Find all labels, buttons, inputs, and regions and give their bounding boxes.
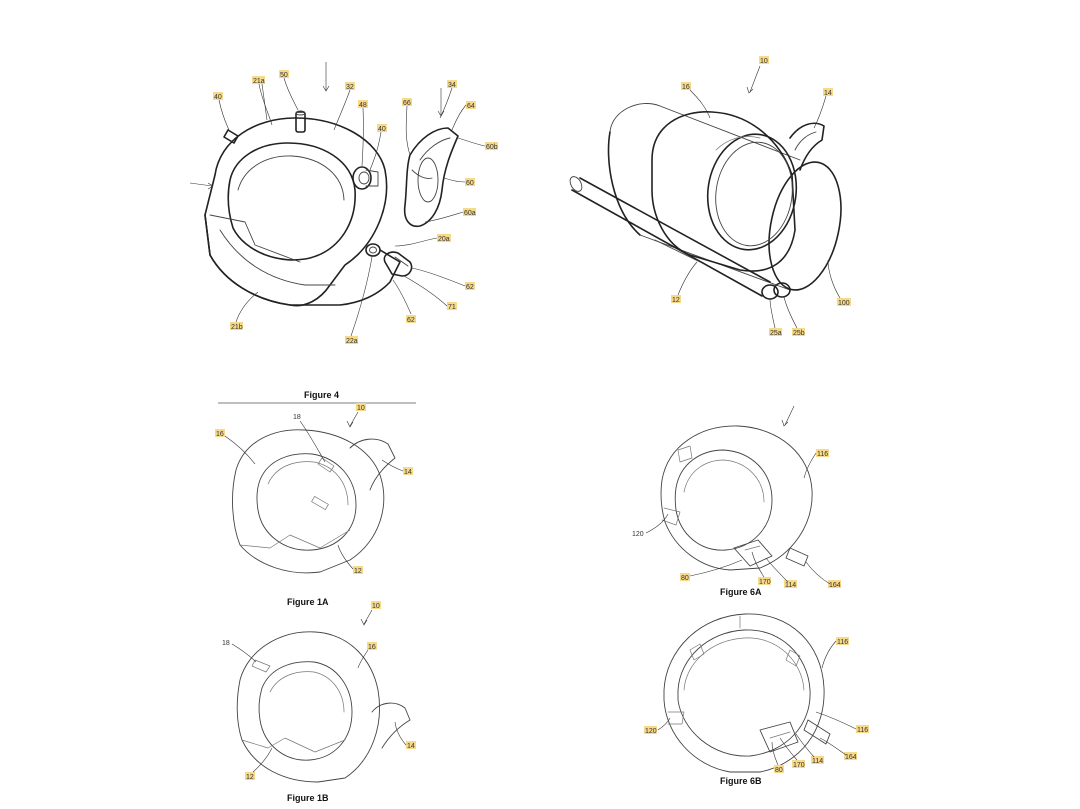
ref-label: 16 bbox=[682, 84, 690, 91]
ref-label: 21b bbox=[231, 324, 243, 331]
ref-label: 66 bbox=[403, 100, 411, 107]
ref-label: 62 bbox=[407, 317, 415, 324]
figure-6b-caption: Figure 6B bbox=[720, 776, 762, 786]
ref-label: 25b bbox=[793, 330, 805, 337]
ref-label: 114 bbox=[812, 758, 823, 765]
ref-label: 50 bbox=[280, 72, 288, 79]
figure-1a-drawing bbox=[232, 429, 396, 574]
figure-1a-labels: 18 10 16 14 12 bbox=[215, 403, 413, 575]
figure-6a-drawing bbox=[660, 425, 813, 571]
figure-6b-labels: 116 120 116 80 170 114 164 bbox=[644, 637, 869, 774]
ref-label: 164 bbox=[829, 582, 841, 589]
ref-label: 164 bbox=[845, 754, 857, 761]
ref-label: 21a bbox=[253, 78, 265, 85]
ref-label: 170 bbox=[793, 762, 805, 769]
figure-4-drawing bbox=[189, 110, 459, 307]
ref-label: 40 bbox=[214, 94, 222, 101]
figure-1a-caption: Figure 1A bbox=[287, 597, 329, 607]
ref-label: 14 bbox=[404, 469, 412, 476]
ref-label: 114 bbox=[785, 582, 796, 589]
figure-6b-drawing bbox=[663, 613, 831, 773]
figure-6a-caption: Figure 6A bbox=[720, 587, 762, 597]
figure-6a-labels: 116 120 80 170 114 164 bbox=[632, 405, 841, 589]
ref-label: 16 bbox=[368, 644, 376, 651]
ref-label: 12 bbox=[354, 568, 362, 575]
ref-label: 18 bbox=[222, 640, 230, 647]
ref-label: 116 bbox=[857, 727, 868, 734]
ref-label: 80 bbox=[775, 767, 783, 774]
ref-label: 170 bbox=[759, 579, 771, 586]
ref-label: 25a bbox=[770, 330, 782, 337]
ref-label: 116 bbox=[817, 451, 828, 458]
ref-label: 64 bbox=[467, 103, 475, 110]
ref-label: 14 bbox=[407, 743, 415, 750]
ref-label: 62 bbox=[466, 284, 474, 291]
ref-label: 60a bbox=[464, 210, 476, 217]
ref-label: 10 bbox=[357, 405, 365, 412]
ref-label: 14 bbox=[824, 90, 832, 97]
ref-label: 12 bbox=[246, 774, 254, 781]
ref-label: 48 bbox=[359, 102, 367, 109]
ref-label: 16 bbox=[216, 431, 224, 438]
ref-label: 10 bbox=[760, 58, 768, 65]
ref-label: 34 bbox=[448, 82, 456, 89]
ref-label: 20a bbox=[438, 236, 450, 243]
ref-label: 80 bbox=[681, 575, 689, 582]
ref-label: 10 bbox=[372, 603, 380, 610]
ref-label: 60 bbox=[466, 180, 474, 187]
figure-5-labels: 10 16 14 12 100 25a 25b bbox=[671, 56, 851, 337]
ref-label: 32 bbox=[346, 84, 354, 91]
ref-label: 120 bbox=[632, 531, 644, 538]
ref-label: 100 bbox=[838, 300, 850, 307]
ref-label: 71 bbox=[448, 304, 456, 311]
figure-1b-caption: Figure 1B bbox=[287, 793, 329, 803]
figure-4-caption: Figure 4 bbox=[304, 390, 339, 400]
figure-4-labels: 21a 50 32 40 48 40 66 34 64 60b 60 60a 2… bbox=[213, 62, 498, 345]
ref-label: 12 bbox=[672, 297, 680, 304]
figure-1b-drawing bbox=[236, 631, 411, 783]
figure-1b-labels: 10 18 16 14 12 bbox=[222, 601, 416, 781]
ref-label: 116 bbox=[837, 639, 848, 646]
ref-label: 18 bbox=[293, 414, 301, 421]
ref-label: 40 bbox=[378, 126, 386, 133]
ref-label: 60b bbox=[486, 144, 498, 151]
ref-label: 120 bbox=[645, 728, 657, 735]
figure-5-drawing bbox=[569, 103, 842, 300]
ref-label: 22a bbox=[346, 338, 358, 345]
